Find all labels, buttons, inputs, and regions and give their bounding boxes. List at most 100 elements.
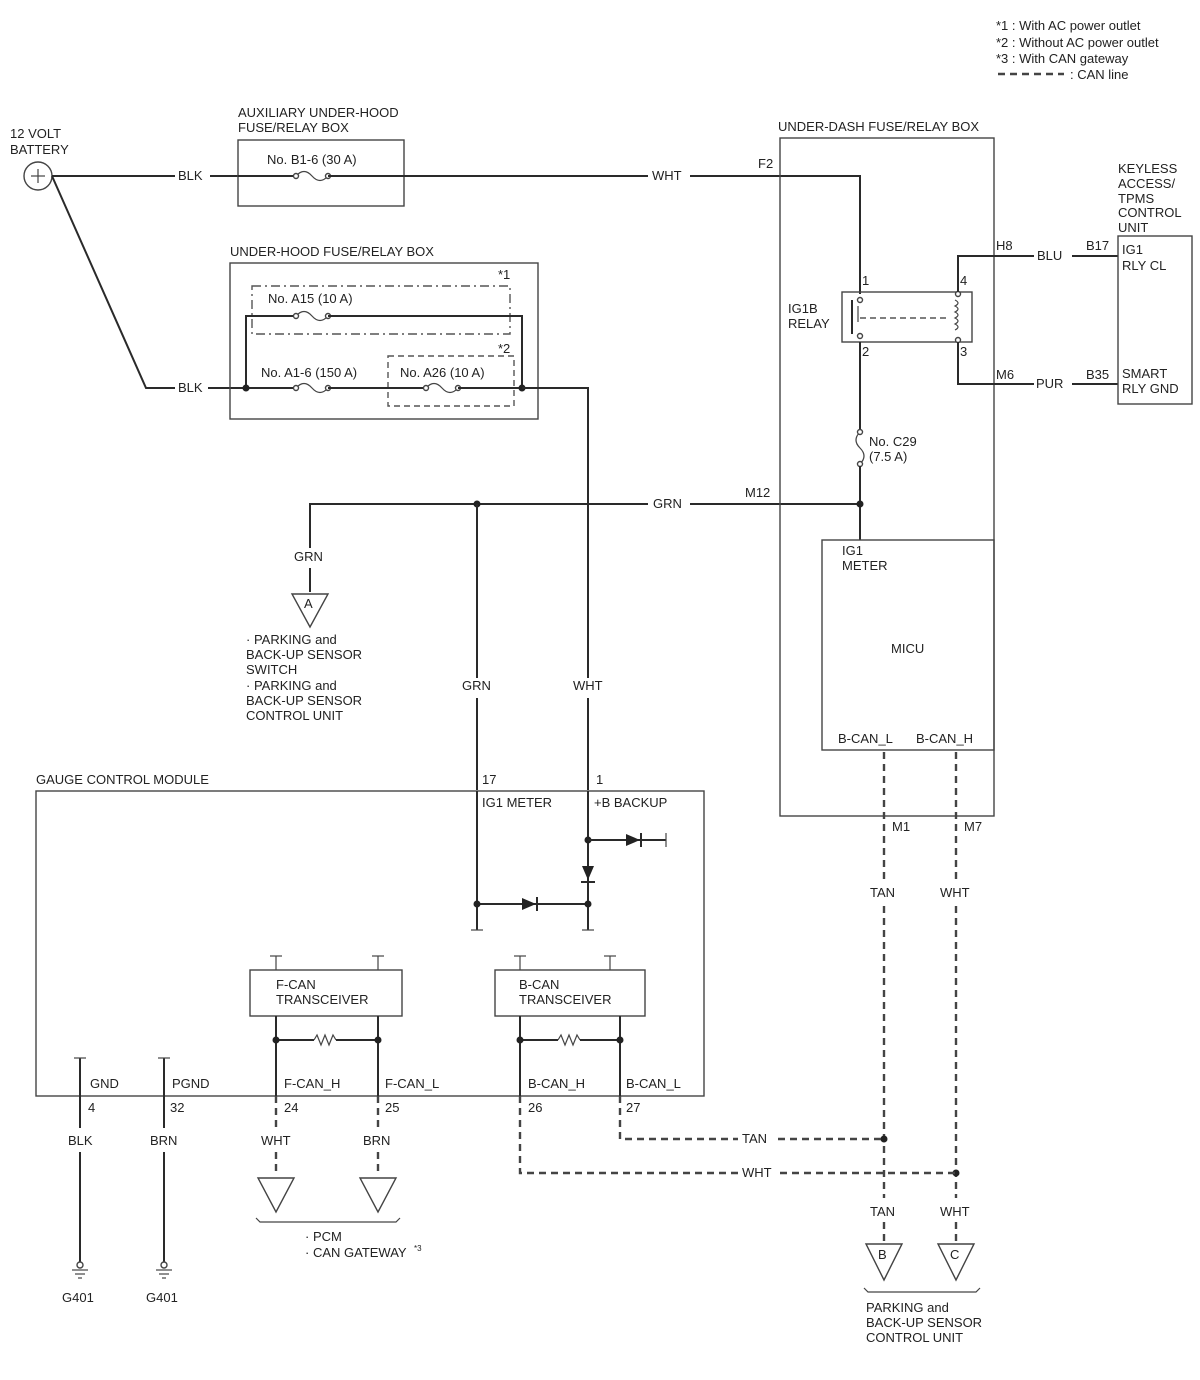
wire-label-wht-bcan: WHT bbox=[742, 1165, 772, 1180]
keyless-unit-box bbox=[1117, 235, 1193, 405]
dest-a-line-1: · PARKING and bbox=[246, 632, 337, 647]
bcan-transceiver-label-1: B-CAN bbox=[519, 977, 559, 992]
relay-pin-4: 4 bbox=[960, 273, 967, 288]
connector-c-label: C bbox=[950, 1247, 959, 1262]
wire-label-grn-a: GRN bbox=[294, 549, 323, 564]
dest-pcm-line-1: · PCM bbox=[305, 1229, 342, 1244]
dest-a-line-5: BACK-UP SENSOR bbox=[246, 693, 362, 708]
fuse-a26-icon bbox=[425, 382, 459, 394]
dest-pcm-line-2: · CAN GATEWAY bbox=[305, 1245, 407, 1260]
wire-label-wht-backup: WHT bbox=[573, 678, 603, 693]
under-dash-fuse-relay-box: UNDER-DASH FUSE/RELAY BOX IG1B RELAY 1 2… bbox=[778, 119, 1034, 834]
hood-box-title: UNDER-HOOD FUSE/RELAY BOX bbox=[230, 244, 434, 259]
relay-pin-2: 2 bbox=[862, 344, 869, 359]
gauge-bcan-l-label: B-CAN_L bbox=[626, 1076, 681, 1091]
aux-box-title-1: AUXILIARY UNDER-HOOD bbox=[238, 105, 399, 120]
bcan-transceiver bbox=[494, 969, 646, 1017]
gauge-module-box bbox=[35, 790, 705, 1097]
keyless-ig1-1: IG1 bbox=[1122, 242, 1143, 257]
fuse-c29-icon bbox=[855, 431, 865, 465]
under-hood-fuse-relay-box: UNDER-HOOD FUSE/RELAY BOX *1 No. A15 (10… bbox=[229, 244, 539, 420]
bcan-transceiver-label-2: TRANSCEIVER bbox=[519, 992, 611, 1007]
fuse-a1-6-icon bbox=[295, 382, 329, 394]
wire-label-wht-m7: WHT bbox=[940, 885, 970, 900]
dest-bc-line-1: PARKING and bbox=[866, 1300, 949, 1315]
wire-label-wht-top: WHT bbox=[652, 168, 682, 183]
pin-h8: H8 bbox=[996, 238, 1013, 253]
keyless-title-1: KEYLESS bbox=[1118, 161, 1178, 176]
pin-4: 4 bbox=[88, 1100, 95, 1115]
legend-note-2: *2 : Without AC power outlet bbox=[996, 35, 1159, 50]
bcan-resistor-icon bbox=[557, 1033, 581, 1047]
keyless-smart-1: SMART bbox=[1122, 366, 1167, 381]
connector-a: A bbox=[290, 593, 330, 629]
dest-a-line-2: BACK-UP SENSOR bbox=[246, 647, 362, 662]
wire-label-wht-fcan: WHT bbox=[261, 1133, 291, 1148]
legend-can-line: : CAN line bbox=[1070, 67, 1129, 82]
dest-a-line-3: SWITCH bbox=[246, 662, 297, 677]
micu-bcan-l: B-CAN_L bbox=[838, 731, 893, 746]
diode-ig1-icon bbox=[522, 898, 536, 910]
pin-f2: F2 bbox=[758, 156, 773, 171]
bracket-bc bbox=[863, 1287, 981, 1293]
fuse-b1-6-icon bbox=[295, 170, 329, 182]
micu-ig1-label-1: IG1 bbox=[842, 543, 863, 558]
wire-label-pur: PUR bbox=[1036, 376, 1063, 391]
gauge-fcan-l-label: F-CAN_L bbox=[385, 1076, 439, 1091]
gauge-fcan-h-label: F-CAN_H bbox=[284, 1076, 340, 1091]
micu-box bbox=[821, 539, 995, 751]
wire-label-tan-b: TAN bbox=[870, 1204, 895, 1219]
ground-label-1: G401 bbox=[62, 1290, 94, 1305]
gauge-ig1-meter: IG1 METER bbox=[482, 795, 552, 810]
wire-label-brn-fcan: BRN bbox=[363, 1133, 390, 1148]
ig1b-relay bbox=[841, 291, 973, 343]
destination-a-list: · PARKING and BACK-UP SENSOR SWITCH · PA… bbox=[246, 632, 362, 723]
connector-b: B bbox=[864, 1243, 904, 1282]
diode-down-icon bbox=[582, 866, 594, 880]
ground-g401-a: G401 bbox=[62, 1261, 94, 1305]
aux-box-frame bbox=[237, 139, 405, 207]
keyless-ig1-2: RLY CL bbox=[1122, 258, 1166, 273]
dest-a-line-4: · PARKING and bbox=[246, 678, 337, 693]
relay-coil-icon bbox=[953, 299, 959, 331]
destination-bc: PARKING and BACK-UP SENSOR CONTROL UNIT bbox=[866, 1300, 982, 1345]
destination-pcm: · PCM · CAN GATEWAY *3 bbox=[305, 1229, 422, 1260]
pin-m7: M7 bbox=[964, 819, 982, 834]
gauge-gnd-label: GND bbox=[90, 1076, 119, 1091]
dest-a-line-6: CONTROL UNIT bbox=[246, 708, 343, 723]
relay-pin-3: 3 bbox=[960, 344, 967, 359]
connector-c: C bbox=[936, 1243, 976, 1282]
hood-note-1: *1 bbox=[498, 267, 510, 282]
pin-26: 26 bbox=[528, 1100, 542, 1115]
micu-ig1-label-2: METER bbox=[842, 558, 888, 573]
wire-label-wht-c: WHT bbox=[940, 1204, 970, 1219]
keyless-access-tpms-unit: KEYLESS ACCESS/ TPMS CONTROL UNIT IG1 RL… bbox=[1117, 161, 1193, 405]
pin-m6: M6 bbox=[996, 367, 1014, 382]
wire-label-grn-main: GRN bbox=[653, 496, 682, 511]
pin-b35: B35 bbox=[1086, 367, 1109, 382]
relay-label-2: RELAY bbox=[788, 316, 830, 331]
fuse-a26-label: No. A26 (10 A) bbox=[400, 365, 485, 380]
micu-label: MICU bbox=[891, 641, 924, 656]
relay-label-1: IG1B bbox=[788, 301, 818, 316]
keyless-title-3: TPMS bbox=[1118, 191, 1154, 206]
connector-b-label: B bbox=[878, 1247, 887, 1262]
gauge-control-module: GAUGE CONTROL MODULE 17 1 IG1 METER +B B… bbox=[35, 772, 705, 1097]
pin-25: 25 bbox=[385, 1100, 399, 1115]
fuse-a1-6-label: No. A1-6 (150 A) bbox=[261, 365, 357, 380]
legend: *1 : With AC power outlet *2 : Without A… bbox=[996, 18, 1159, 82]
fuse-a15-icon bbox=[295, 310, 329, 322]
pin-24: 24 bbox=[284, 1100, 298, 1115]
battery-label-1: 12 VOLT bbox=[10, 126, 61, 141]
option-frame-ac bbox=[251, 285, 511, 335]
wire-wht-backup bbox=[522, 387, 589, 678]
keyless-title-2: ACCESS/ bbox=[1118, 176, 1175, 191]
hood-box-frame bbox=[229, 262, 539, 420]
wire-label-grn-gauge: GRN bbox=[462, 678, 491, 693]
fcan-transceiver bbox=[249, 969, 403, 1017]
pin-1: 1 bbox=[596, 772, 603, 787]
fcan-transceiver-label-1: F-CAN bbox=[276, 977, 316, 992]
pin-m12: M12 bbox=[745, 485, 770, 500]
pin-27: 27 bbox=[626, 1100, 640, 1115]
